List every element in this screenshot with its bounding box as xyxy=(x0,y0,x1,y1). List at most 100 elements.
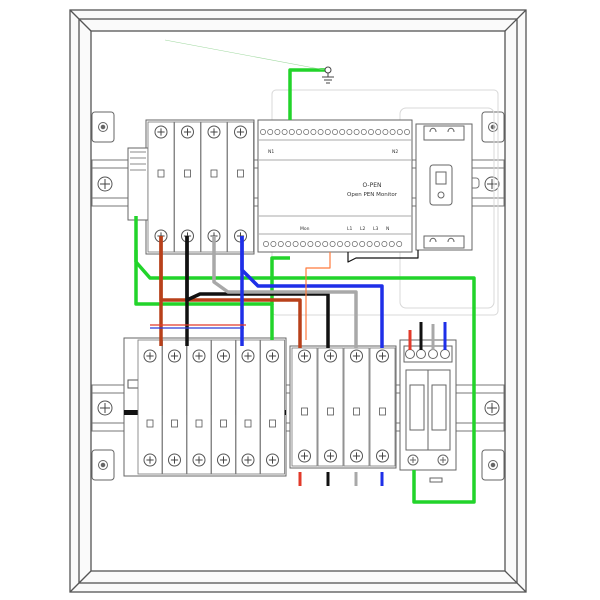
screw-terminal-icon xyxy=(266,453,279,467)
breaker-pole xyxy=(211,339,236,475)
terminal-icon xyxy=(296,129,302,135)
monitor-terminal-l2: L2 xyxy=(360,226,366,232)
terminal-icon xyxy=(303,129,310,135)
toggle-icon xyxy=(301,407,308,416)
leader-line xyxy=(164,39,326,71)
contactor xyxy=(415,123,473,251)
monitor-subtitle: Open PEN Monitor xyxy=(347,192,398,198)
mounting-hole-bl xyxy=(91,449,115,481)
orange-thin-wire xyxy=(305,252,331,340)
screw-terminal-icon xyxy=(143,453,157,467)
breaker-pole xyxy=(260,339,285,475)
terminal-icon xyxy=(337,241,343,247)
screw-terminal-icon xyxy=(298,449,311,463)
terminal-icon xyxy=(267,129,274,135)
screw-terminal-icon xyxy=(266,349,279,363)
screw-icon xyxy=(407,454,419,466)
terminal-icon xyxy=(382,129,389,135)
terminal-icon xyxy=(310,129,317,135)
terminal-icon xyxy=(307,241,314,247)
breaker-pole xyxy=(147,121,175,253)
breaker-pole xyxy=(186,339,212,475)
top-breaker-block xyxy=(127,119,255,255)
screw-terminal-icon xyxy=(168,453,181,467)
terminal-icon xyxy=(281,129,288,135)
terminal-icon xyxy=(346,129,353,135)
terminal-icon xyxy=(404,129,410,135)
toggle-icon xyxy=(269,419,276,428)
screw-terminal-icon xyxy=(192,453,206,467)
breaker-pole xyxy=(343,347,370,467)
toggle-icon xyxy=(353,407,360,416)
terminal-icon xyxy=(344,241,351,247)
terminal-icon xyxy=(396,129,403,135)
terminal-icon xyxy=(324,129,331,135)
toggle-icon xyxy=(184,169,191,178)
toggle-icon xyxy=(327,407,334,416)
toggle-icon xyxy=(195,419,203,428)
screw-terminal-icon xyxy=(207,125,221,139)
terminal-icon xyxy=(288,129,295,135)
breaker-pole xyxy=(235,339,261,475)
breaker-pole xyxy=(200,121,228,253)
terminal-icon xyxy=(375,129,382,135)
screw-terminal-icon xyxy=(241,349,255,363)
terminal-icon xyxy=(317,129,324,135)
terminal-icon xyxy=(263,241,269,247)
surge-protector xyxy=(399,339,457,483)
open-pen-monitor: N1 N2 O-PEN Open PEN Monitor Mon L1 L2 L… xyxy=(257,119,413,253)
mounting-hole-tl xyxy=(91,111,115,143)
bottom-left-breakers xyxy=(123,337,287,477)
terminal-icon xyxy=(368,129,374,135)
terminal-icon xyxy=(396,241,403,247)
bottom-rcbo-block xyxy=(289,345,397,469)
terminal-icon xyxy=(277,241,284,247)
terminal-icon xyxy=(359,241,366,247)
monitor-terminal-l3: L3 xyxy=(373,226,379,232)
monitor-bottom-tag: Mon xyxy=(300,226,310,232)
terminal-icon xyxy=(329,241,336,247)
terminal-icon xyxy=(274,129,281,135)
screw-terminal-icon xyxy=(154,125,168,139)
toggle-icon xyxy=(244,419,252,428)
mounting-hole-br xyxy=(481,449,505,481)
screw-icon xyxy=(484,400,500,416)
monitor-top-left-tag: N1 xyxy=(268,149,274,155)
terminal-icon xyxy=(332,129,338,135)
monitor-title: O-PEN xyxy=(363,182,382,189)
monitor-terminal-n: N xyxy=(386,226,389,232)
terminal-icon xyxy=(300,241,306,247)
screw-terminal-icon xyxy=(324,349,337,363)
screw-icon xyxy=(437,454,449,466)
terminal-icon xyxy=(292,241,299,247)
screw-terminal-icon xyxy=(376,349,389,363)
terminal-icon xyxy=(270,241,277,247)
mounting-hole-tr xyxy=(481,111,505,143)
toggle-icon xyxy=(210,169,218,178)
breaker-pole xyxy=(369,347,396,467)
monitor-terminal-l1: L1 xyxy=(347,226,353,232)
breaker-pole xyxy=(291,347,318,467)
ground-icon xyxy=(322,66,334,84)
toggle-icon xyxy=(379,407,386,416)
terminal-icon xyxy=(381,241,388,247)
screw-terminal-icon xyxy=(350,349,363,363)
toggle-icon xyxy=(237,169,244,178)
screw-terminal-icon xyxy=(168,349,181,363)
monitor-top-right-tag: N2 xyxy=(392,149,398,155)
screw-terminal-icon xyxy=(324,449,337,463)
toggle-icon xyxy=(146,419,154,428)
terminal-icon xyxy=(366,241,373,247)
breaker-pole xyxy=(227,121,254,253)
terminal-icon xyxy=(314,241,321,247)
screw-terminal-icon xyxy=(143,349,157,363)
terminal-icon xyxy=(374,241,380,247)
breaker-pole xyxy=(317,347,344,467)
screw-terminal-icon xyxy=(192,349,206,363)
toggle-icon xyxy=(171,419,178,428)
earth-wire-ground xyxy=(288,68,326,120)
terminal-icon xyxy=(389,129,396,135)
rail-screws xyxy=(97,176,500,416)
toggle-icon xyxy=(220,419,227,428)
